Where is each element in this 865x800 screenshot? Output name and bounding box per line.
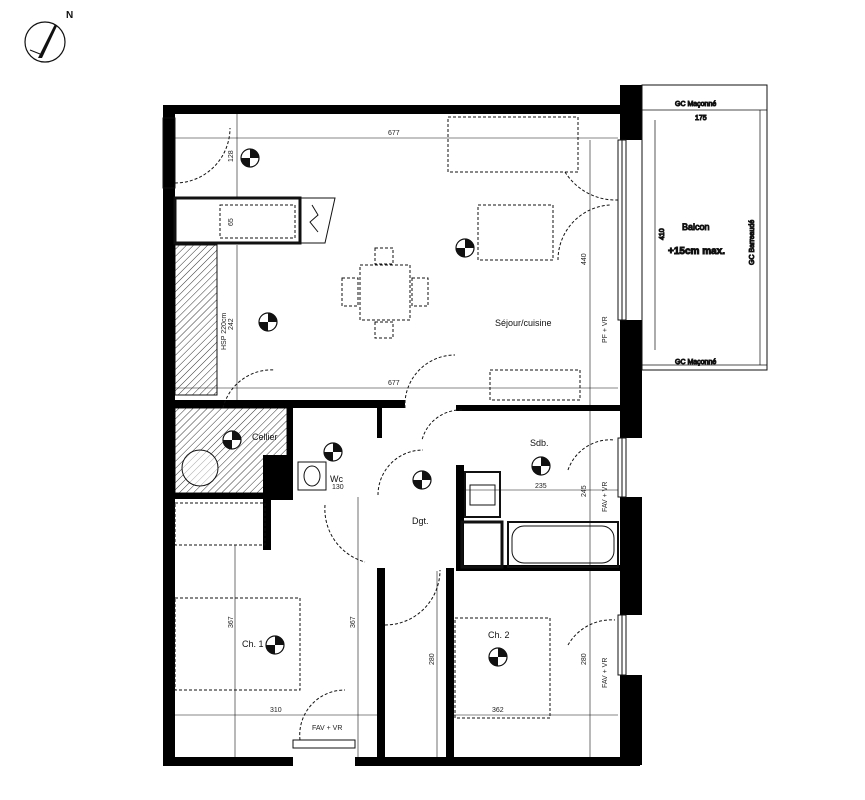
level-marker-icon	[258, 312, 278, 332]
dimension-texts: 677 677 128 65 440 HSP 220cm 242 130 235…	[221, 130, 588, 714]
window-ch1	[292, 739, 356, 749]
dining-table	[341, 247, 429, 339]
bathroom-fixtures	[297, 461, 619, 569]
dim-ch2-280-right: 280	[581, 653, 588, 665]
balcony-note: +15cm max.	[668, 246, 725, 257]
compass-needle	[38, 24, 57, 58]
wall-right-mid2	[620, 497, 642, 615]
dim-362: 362	[492, 707, 504, 714]
dim-hsp: HSP 220cm	[221, 313, 228, 350]
window-left-top	[162, 117, 176, 189]
level-marker-icon	[455, 238, 475, 258]
balcony-label: Balcon	[682, 222, 710, 232]
wall-cellier-bottom	[263, 455, 293, 500]
room-sejour: Séjour/cuisine	[495, 318, 552, 328]
room-wc: Wc	[330, 474, 343, 484]
wall-left	[163, 105, 175, 765]
window-labels: PF + VR FAV + VR FAV + VR FAV + VR	[312, 316, 609, 732]
wall-right-bottom	[620, 675, 642, 765]
balcony: GC Maçonné 175 Balcon +15cm max. GC Maço…	[641, 84, 768, 371]
dim-677-bottom: 677	[388, 380, 400, 387]
wall-sejour-bottom-left	[175, 400, 405, 408]
compass: N	[24, 10, 73, 63]
wall-ch1-topright	[263, 495, 271, 550]
wall-right-top	[620, 85, 642, 140]
wall-sdb-left	[456, 465, 464, 565]
north-label: N	[66, 10, 73, 21]
dimension-lines	[175, 114, 618, 757]
wall-cellier-right	[287, 405, 293, 495]
level-marker-icon	[323, 442, 343, 462]
wall-wc-right	[377, 400, 382, 438]
dim-235: 235	[535, 483, 547, 490]
hatched-duct	[174, 244, 218, 396]
level-marker-icon	[265, 635, 285, 655]
window-label-ch2: FAV + VR	[602, 658, 609, 688]
balcony-side-label: GC Barreaudé	[749, 220, 756, 265]
level-marker-icon	[222, 430, 242, 450]
dim-677-top: 677	[388, 130, 400, 137]
room-labels: Séjour/cuisine Cellier Sdb. Wc Dgt. Ch. …	[242, 318, 552, 649]
dim-128: 128	[228, 150, 235, 162]
walls	[163, 85, 642, 766]
dim-65: 65	[228, 218, 235, 226]
window-label-sejour: PF + VR	[602, 316, 609, 343]
room-cellier: Cellier	[252, 432, 278, 442]
window-label-ch1: FAV + VR	[312, 725, 342, 732]
windows	[162, 117, 627, 749]
dim-245: 245	[581, 485, 588, 497]
water-heater	[181, 449, 219, 487]
wall-right-mid	[620, 320, 642, 438]
level-markers	[222, 148, 551, 667]
level-marker-icon	[488, 647, 508, 667]
balcony-height-dim: 410	[659, 228, 666, 240]
balcony-top-label: GC Maçonné	[675, 101, 716, 108]
dim-310: 310	[270, 707, 282, 714]
wall-bottom-right	[355, 757, 640, 766]
wall-ch1-top	[175, 493, 275, 499]
living-furniture	[447, 116, 581, 401]
wall-ch2-left	[446, 568, 454, 758]
room-dgt: Dgt.	[412, 516, 429, 526]
kitchen-counter	[173, 196, 336, 245]
level-marker-icon	[240, 148, 260, 168]
wall-bottom-left	[163, 757, 293, 766]
dim-ch2-280-left: 280	[429, 653, 436, 665]
wall-top	[163, 105, 623, 114]
dim-ch1-367: 367	[228, 616, 235, 628]
dim-hsp-val: 242	[228, 318, 235, 330]
window-label-sdb: FAV + VR	[602, 482, 609, 512]
room-sdb: Sdb.	[530, 438, 549, 448]
level-marker-icon	[412, 470, 432, 490]
wall-ch1-right	[377, 568, 385, 758]
room-ch2: Ch. 2	[488, 630, 510, 640]
dim-440: 440	[581, 253, 588, 265]
dim-130: 130	[332, 484, 344, 491]
wall-sejour-bottom-right	[456, 405, 620, 411]
balcony-bottom-label: GC Maçonné	[675, 359, 716, 366]
compass-ring	[24, 21, 66, 63]
balcony-top-dim: 175	[695, 115, 707, 122]
level-marker-icon	[531, 456, 551, 476]
room-ch1: Ch. 1	[242, 639, 264, 649]
dim-dgt-367: 367	[350, 616, 357, 628]
beds	[174, 502, 551, 719]
